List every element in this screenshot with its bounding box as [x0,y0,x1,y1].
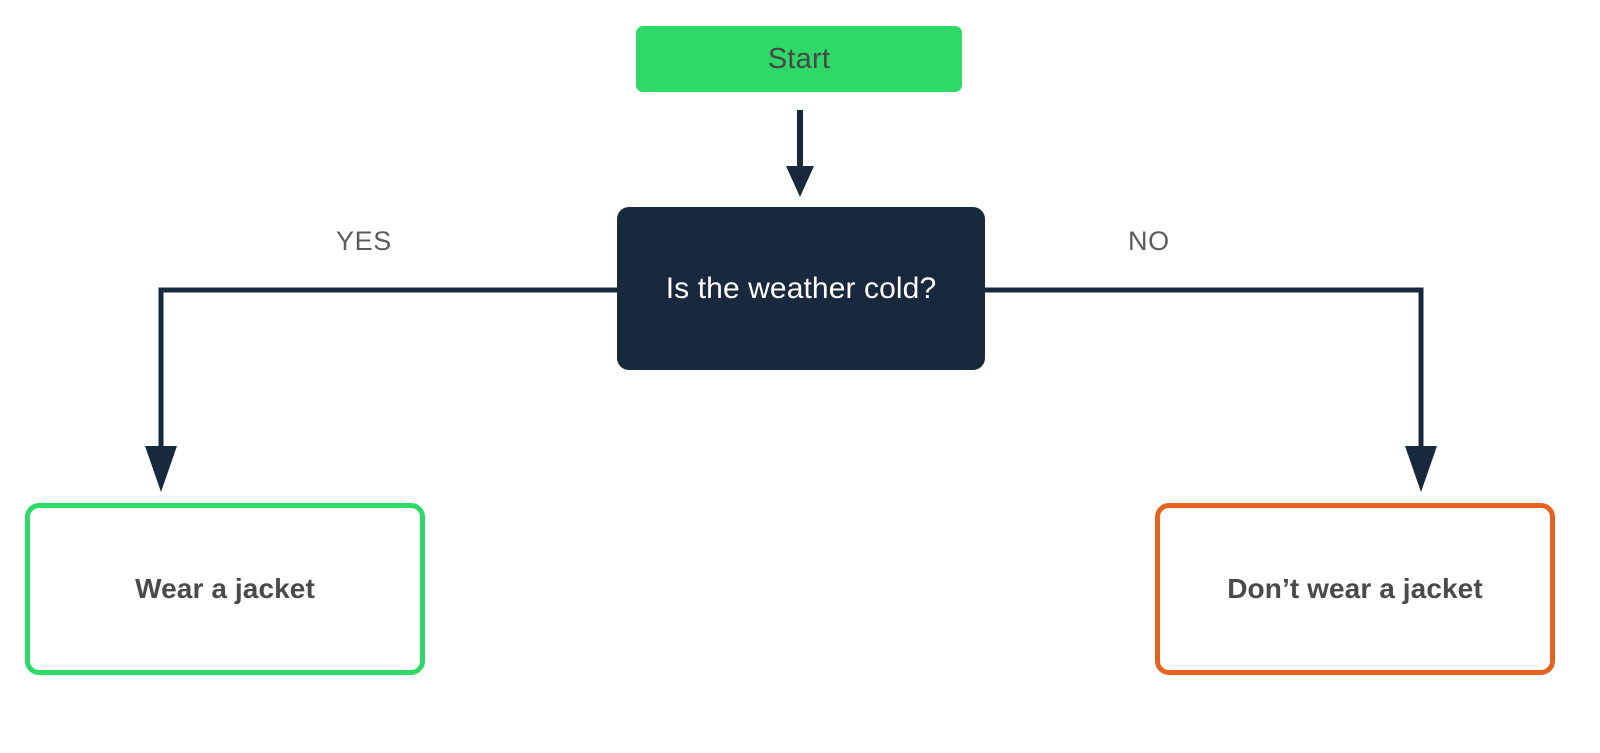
connector-line [985,287,1424,452]
node-decision-weather-cold[interactable]: Is the weather cold? [617,207,985,370]
node-start[interactable]: Start [636,26,962,92]
connector-line [158,287,617,452]
node-outcome-dont-wear-jacket-label: Don’t wear a jacket [1227,573,1483,604]
edge-label-yes: YES [336,226,392,256]
node-outcome-wear-jacket[interactable]: Wear a jacket [25,503,425,675]
node-decision-label: Is the weather cold? [665,271,937,305]
arrowhead-icon [786,166,814,197]
connector-decision-to-dont-wear-jacket [985,287,1437,492]
connector-decision-to-wear-jacket [145,287,617,492]
node-outcome-dont-wear-jacket[interactable]: Don’t wear a jacket [1155,503,1555,675]
edge-label-no: NO [1128,226,1170,256]
arrowhead-icon [1405,446,1437,492]
arrowhead-icon [145,446,177,492]
node-outcome-wear-jacket-label: Wear a jacket [135,573,315,604]
connector-start-to-decision [786,110,814,197]
node-start-label: Start [767,42,831,75]
